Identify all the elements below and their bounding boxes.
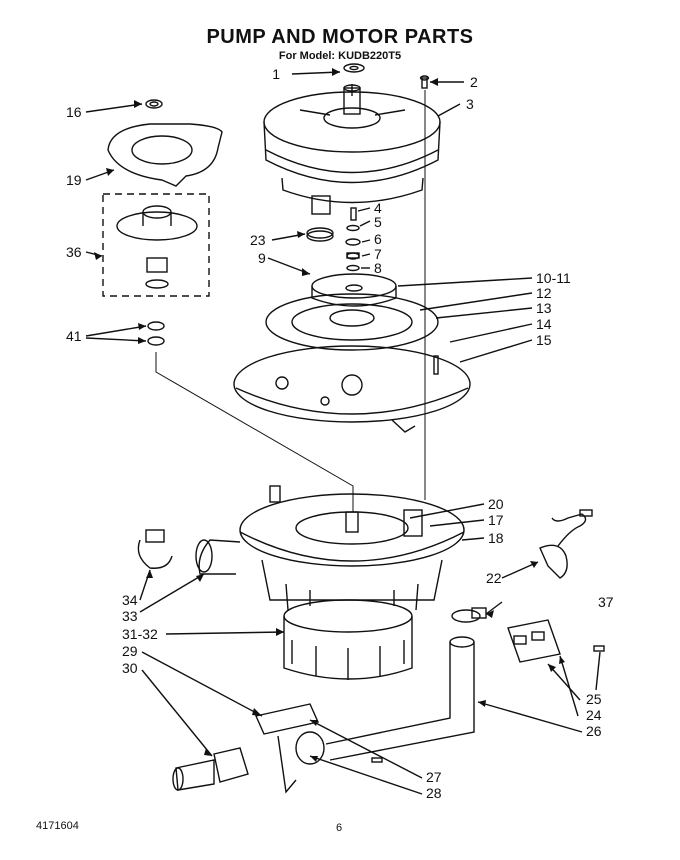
callout-27: 27 xyxy=(426,769,442,785)
callout-3: 3 xyxy=(466,96,474,112)
callout-13: 13 xyxy=(536,300,552,316)
callout-24: 24 xyxy=(586,707,602,723)
callout-29: 29 xyxy=(122,643,138,659)
part-14-15-cover xyxy=(233,345,471,433)
callout-1: 1 xyxy=(272,66,280,82)
part-29-valve xyxy=(255,703,325,794)
part-16-oring xyxy=(145,99,163,109)
callout-26: 26 xyxy=(586,723,602,739)
part-36-assembly xyxy=(102,193,210,297)
callout-30: 30 xyxy=(122,660,138,676)
part-23-seal xyxy=(306,227,334,242)
part-2-screw xyxy=(419,75,430,89)
callout-9: 9 xyxy=(258,250,266,266)
callout-37: 37 xyxy=(598,594,614,610)
callout-19: 19 xyxy=(66,172,82,188)
part-25-screw xyxy=(593,645,605,652)
callout-31-32: 31-32 xyxy=(122,626,158,642)
part-37-hose-clamp xyxy=(451,607,487,623)
part-5-washer xyxy=(346,224,360,232)
part-30-fitting xyxy=(172,747,249,791)
callout-6: 6 xyxy=(374,231,382,247)
part-26-drain-hose xyxy=(325,636,475,761)
callout-4: 4 xyxy=(374,200,382,216)
part-34-clamp xyxy=(137,529,173,569)
part-27-screw xyxy=(371,757,383,763)
part-33-inlet-port xyxy=(195,539,241,575)
part-19-gasket xyxy=(107,123,223,187)
part-1-washer xyxy=(343,63,365,73)
part-24-switch xyxy=(507,619,561,663)
part-7-nut xyxy=(346,252,360,260)
callout-28: 28 xyxy=(426,785,442,801)
part-12-13-plate xyxy=(265,293,439,351)
callout-2: 2 xyxy=(470,74,478,90)
callout-15: 15 xyxy=(536,332,552,348)
callout-34: 34 xyxy=(122,592,138,608)
part-22-sensor xyxy=(539,509,593,579)
callout-5: 5 xyxy=(374,214,382,230)
callout-36: 36 xyxy=(66,244,82,260)
part-41-rings xyxy=(147,321,165,346)
part-4-screw xyxy=(350,207,357,221)
part-9-impeller xyxy=(311,273,397,307)
model-subtitle: For Model: KUDB220T5 xyxy=(278,50,402,62)
part-3-motor xyxy=(263,84,441,215)
callout-14: 14 xyxy=(536,316,552,332)
page-title: PUMP AND MOTOR PARTS xyxy=(206,26,474,48)
callout-20: 20 xyxy=(488,496,504,512)
callout-8: 8 xyxy=(374,260,382,276)
callout-16: 16 xyxy=(66,104,82,120)
document-number: 4171604 xyxy=(36,820,79,832)
callout-7: 7 xyxy=(374,246,382,262)
part-8-washer xyxy=(346,264,360,272)
callout-33: 33 xyxy=(122,608,138,624)
callout-10-11: 10-11 xyxy=(536,270,571,286)
part-6-washer xyxy=(345,238,361,246)
callout-23: 23 xyxy=(250,232,266,248)
callout-25: 25 xyxy=(586,691,602,707)
callout-41: 41 xyxy=(66,328,82,344)
callout-17: 17 xyxy=(488,512,504,528)
callout-12: 12 xyxy=(536,285,552,301)
part-31-32-base xyxy=(283,599,413,680)
callout-18: 18 xyxy=(488,530,504,546)
page-number: 6 xyxy=(336,822,343,834)
part-18-20-pump-housing xyxy=(239,485,465,611)
callout-22: 22 xyxy=(486,570,502,586)
